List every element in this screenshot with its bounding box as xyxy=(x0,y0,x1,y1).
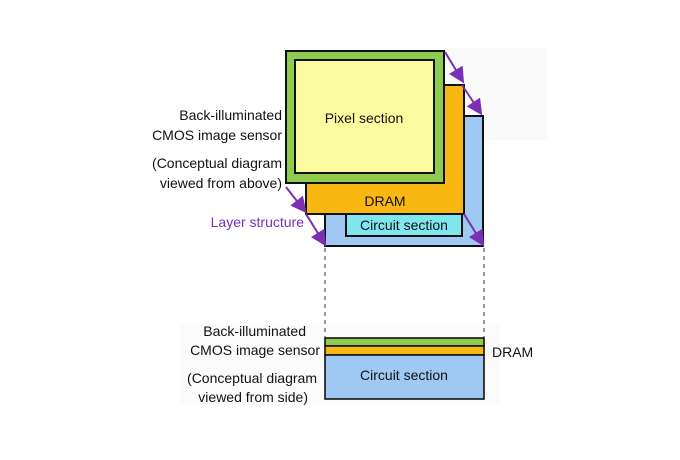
side-circuit-layer xyxy=(324,354,485,400)
layer-arrow-right-1 xyxy=(444,51,465,84)
side-note-line-2: viewed from side) xyxy=(198,389,308,405)
top-circuit-section-label: Circuit section xyxy=(360,217,448,233)
top-dram-label: DRAM xyxy=(364,193,405,209)
side-pixel-layer xyxy=(324,337,485,347)
top-note-line-2: viewed from above) xyxy=(160,175,282,191)
layer-arrow-left-1 xyxy=(285,186,307,214)
pixel-layer-inner xyxy=(294,59,435,174)
top-sensor-label-line-1: Back-illuminated xyxy=(179,107,282,123)
side-dram-layer xyxy=(324,345,485,356)
layer-arrow-left-2 xyxy=(305,213,327,247)
side-sensor-label-line-2: CMOS image sensor xyxy=(190,342,320,358)
layer-arrow-right-3 xyxy=(463,213,485,247)
side-dram-label: DRAM xyxy=(492,344,533,360)
side-note-line-1: (Conceptual diagram xyxy=(187,370,317,386)
layer-arrow-right-2 xyxy=(461,84,483,116)
side-circuit-section-label: Circuit section xyxy=(360,367,448,383)
top-pixel-section-label: Pixel section xyxy=(325,110,404,126)
top-note-line-1: (Conceptual diagram xyxy=(152,155,282,171)
top-sensor-label-line-2: CMOS image sensor xyxy=(152,127,282,143)
side-sensor-label-line-1: Back-illuminated xyxy=(203,323,306,339)
layer-structure-label: Layer structure xyxy=(211,214,305,230)
